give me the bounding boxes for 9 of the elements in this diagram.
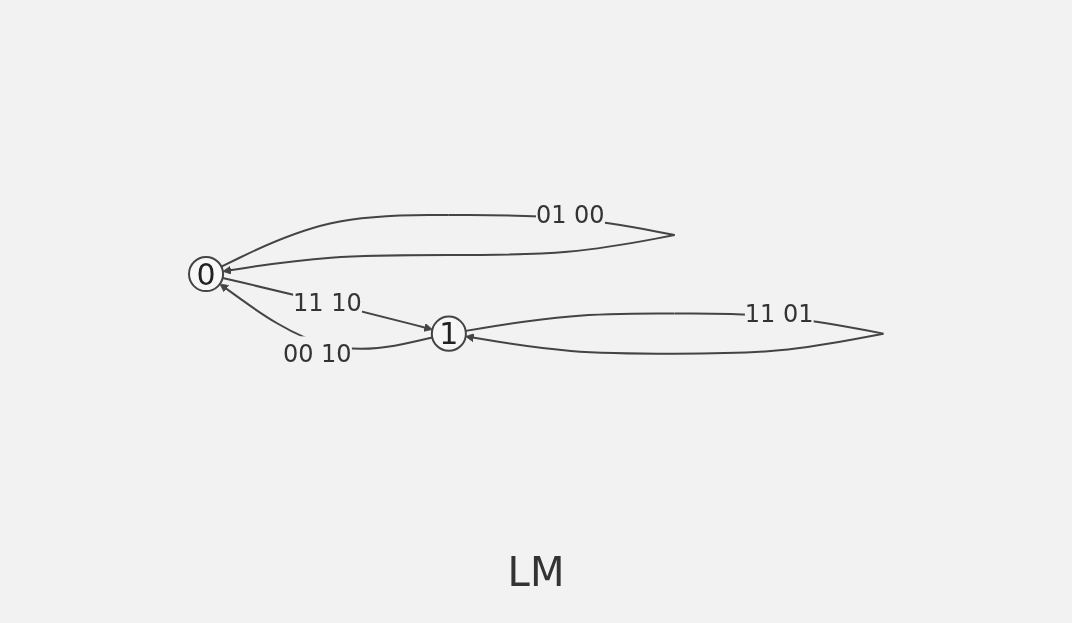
arrow <box>219 283 433 350</box>
node-circle: 1 <box>430 315 467 352</box>
edge-label: 00 10 <box>282 340 352 369</box>
edge-label: 11 01 <box>744 299 814 328</box>
arrow <box>221 276 433 332</box>
diagram-label: LM <box>507 548 565 595</box>
edge-label: 11 10 <box>292 288 362 317</box>
edge-label: 01 00 <box>535 200 605 229</box>
node-circle: 0 <box>187 255 224 292</box>
